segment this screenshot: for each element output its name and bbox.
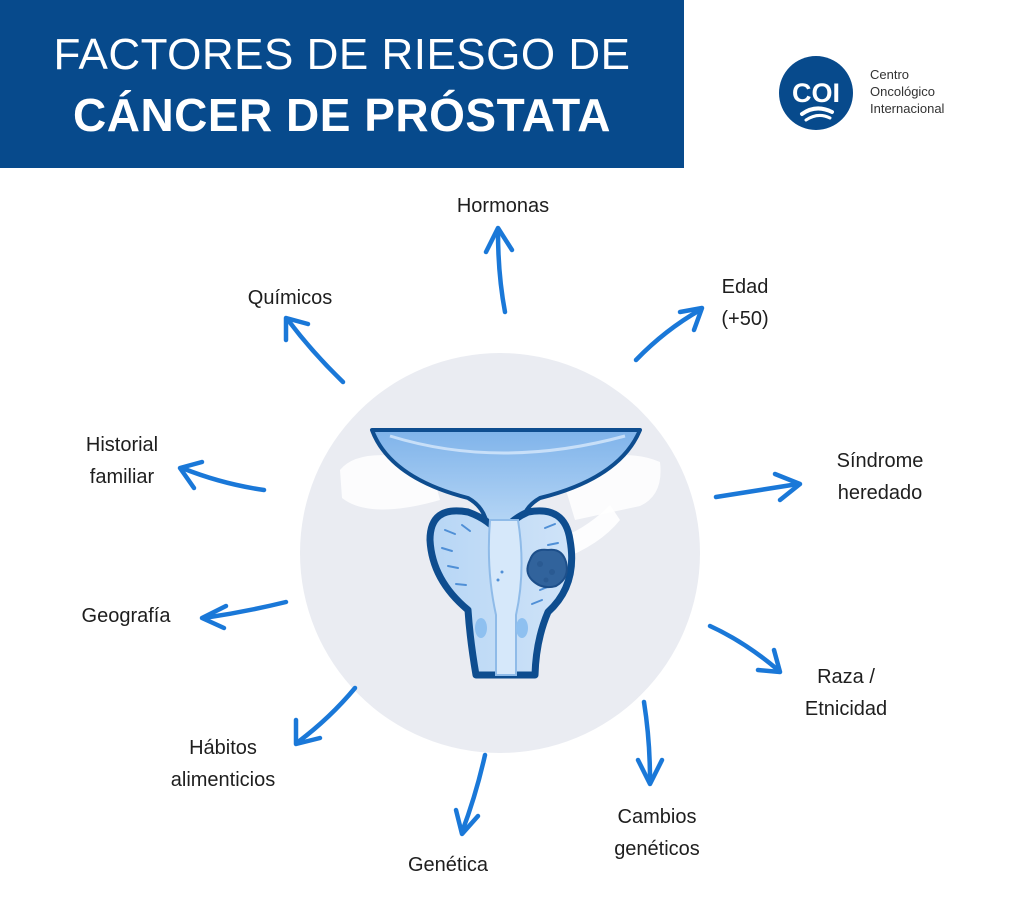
logo-text-line-2: Oncológico — [870, 84, 936, 99]
arrow-quimicos-icon — [283, 315, 346, 385]
arrow-raza-icon — [707, 623, 783, 675]
arrow-genetica-icon — [453, 752, 488, 837]
factor-edad-line-2: (+50) — [721, 308, 769, 330]
prostate-illustration-icon — [340, 428, 661, 679]
factor-raza-line-2: Etnicidad — [804, 698, 888, 720]
factor-sindrome: Síndrome heredado — [815, 445, 945, 509]
factor-hormonas-line-1: Hormonas — [456, 195, 550, 217]
coi-logo-icon: COI — [779, 56, 853, 130]
logo-text-line-1: Centro — [870, 67, 910, 82]
factor-geografia-line-1: Geografía — [81, 605, 171, 627]
arrow-hormonas-icon — [483, 225, 515, 315]
factor-sindrome-line-1: Síndrome — [836, 450, 924, 472]
arrow-geografia-icon — [199, 599, 289, 631]
logo-wordmark: Centro Oncológico Internacional — [870, 66, 944, 117]
arrow-cambios-icon — [635, 699, 665, 787]
factor-raza-line-1: Raza / — [817, 666, 875, 688]
arrow-edad-icon — [633, 305, 705, 363]
factor-habitos-line-1: Hábitos — [189, 737, 257, 759]
factor-cambios: Cambios genéticos — [596, 801, 718, 865]
arrow-habitos-icon — [293, 685, 358, 747]
title-banner: FACTORES DE RIESGO DE CÁNCER DE PRÓSTATA — [0, 0, 684, 168]
factor-habitos: Hábitos alimenticios — [152, 732, 294, 796]
logo-mark-text: COI — [792, 78, 840, 108]
factor-edad: Edad (+50) — [700, 271, 790, 335]
factor-cambios-line-2: genéticos — [614, 838, 700, 860]
arrow-historial-icon — [177, 459, 267, 493]
factor-habitos-line-2: alimenticios — [170, 769, 276, 791]
factor-genetica-line-1: Genética — [407, 854, 489, 876]
factor-historial-line-1: Historial — [85, 434, 159, 456]
logo-text-line-3: Internacional — [870, 101, 945, 116]
factor-genetica: Genética — [392, 849, 504, 881]
factor-historial-line-2: familiar — [89, 466, 155, 488]
coi-logo: COI Centro Oncológico Internacional — [778, 56, 968, 132]
factor-quimicos: Químicos — [232, 282, 348, 314]
factor-edad-line-1: Edad — [721, 276, 769, 298]
factor-raza: Raza / Etnicidad — [790, 661, 902, 725]
arrow-sindrome-icon — [713, 471, 803, 503]
title-line-2: CÁNCER DE PRÓSTATA — [73, 89, 611, 141]
factor-cambios-line-1: Cambios — [617, 806, 697, 828]
factor-sindrome-line-2: heredado — [837, 482, 923, 504]
factor-hormonas: Hormonas — [447, 190, 559, 222]
factor-quimicos-line-1: Químicos — [247, 287, 333, 309]
title-line-1: FACTORES DE RIESGO DE — [53, 30, 631, 79]
factor-historial: Historial familiar — [66, 429, 178, 493]
factor-geografia: Geografía — [66, 600, 186, 632]
